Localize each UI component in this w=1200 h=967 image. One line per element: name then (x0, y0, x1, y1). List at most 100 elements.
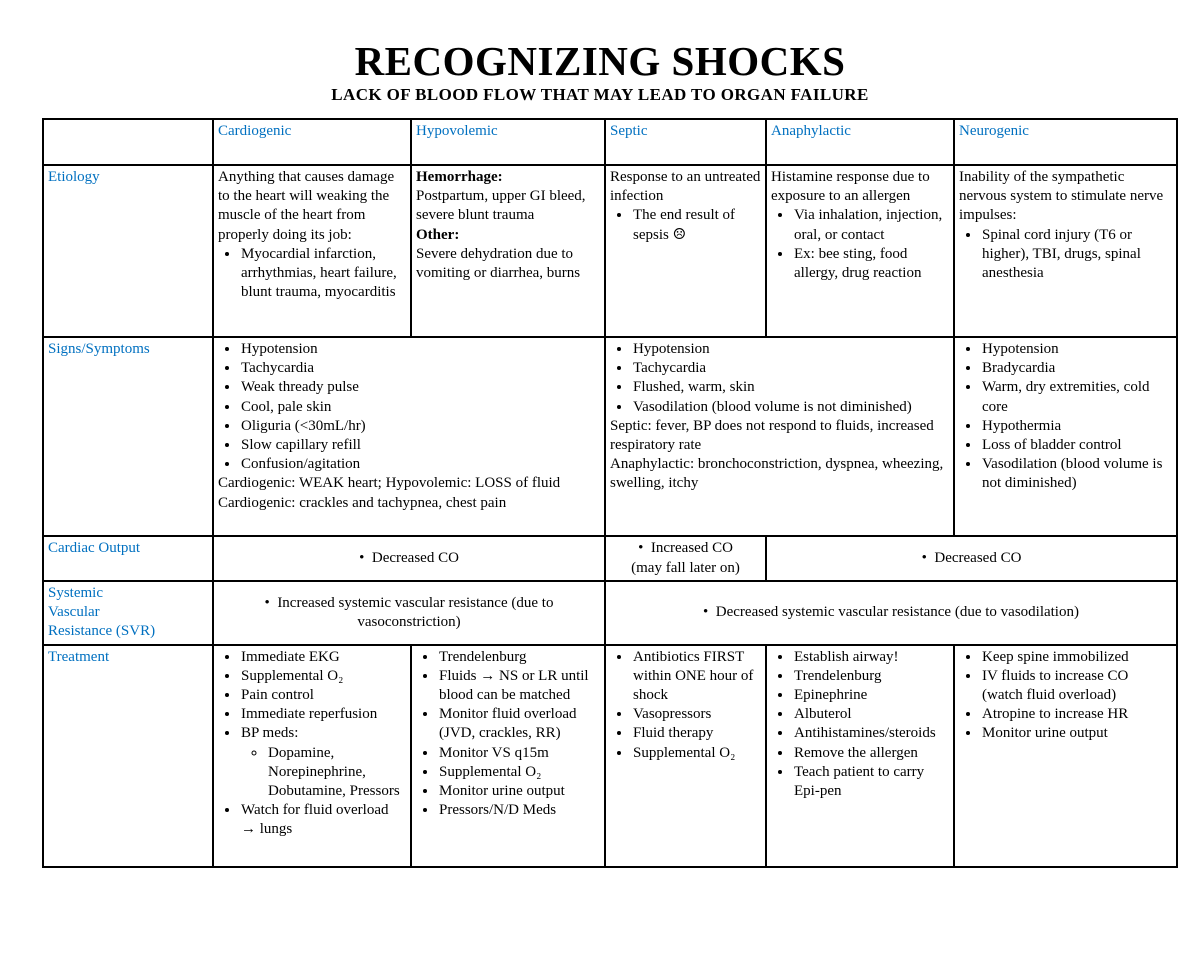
cardiac-output-note: (may fall later on) (631, 559, 740, 576)
list-item: Hypotension (240, 340, 600, 359)
svr-value: Decreased systemic vascular resistance (… (703, 604, 1079, 620)
list-item: Spinal cord injury (T6 or higher), TBI, … (981, 226, 1172, 284)
list-item: Fluids → NS or LR until blood can be mat… (438, 667, 600, 705)
svr-row: Systemic Vascular Resistance (SVR) Incre… (42, 580, 1178, 646)
list-item: Atropine to increase HR (981, 705, 1172, 724)
column-header-neurogenic: Neurogenic (953, 118, 1178, 167)
list-item: Vasopressors (632, 705, 761, 724)
etiology-hypovolemic-heading: Other: (416, 226, 460, 243)
cardiac-output-cardiogenic-hypovolemic-cell: Decreased CO (212, 535, 606, 583)
document-page: RECOGNIZING SHOCKS LACK OF BLOOD FLOW TH… (0, 38, 1200, 868)
list-item: Hypotension (632, 340, 949, 359)
list-item: Epinephrine (793, 686, 949, 705)
list-item: Tachycardia (240, 359, 600, 378)
row-label-signs-symptoms: Signs/Symptoms (42, 336, 214, 538)
list-item: Supplemental O₂ (632, 744, 761, 763)
list-item: Weak thready pulse (240, 378, 600, 397)
row-label-treatment: Treatment (42, 643, 214, 868)
list-item: Confusion/agitation (240, 455, 600, 474)
signs-symptoms-row: Signs/Symptoms Hypotension Tachycardia W… (42, 336, 1178, 538)
treatment-septic-cell: Antibiotics FIRST within ONE hour of sho… (604, 643, 767, 868)
etiology-hypovolemic-cell: Hemorrhage: Postpartum, upper GI bleed, … (410, 164, 606, 339)
signs-neurogenic-cell: Hypotension Bradycardia Warm, dry extrem… (953, 336, 1178, 538)
etiology-septic-intro: Response to an untreated infection (610, 169, 761, 205)
list-item: Antibiotics FIRST within ONE hour of sho… (632, 648, 761, 706)
svr-cardiogenic-hypovolemic-cell: Increased systemic vascular resistance (… (212, 580, 606, 646)
etiology-anaphylactic-intro: Histamine response due to exposure to an… (771, 169, 930, 205)
list-item: BP meds: Dopamine, Norepinephrine, Dobut… (240, 724, 406, 801)
sub-list-item: Dopamine, Norepinephrine, Dobutamine, Pr… (267, 744, 406, 802)
list-item: Hypotension (981, 340, 1172, 359)
list-item: Monitor urine output (438, 782, 600, 801)
etiology-neurogenic-intro: Inability of the sympathetic nervous sys… (959, 169, 1164, 224)
page-title: RECOGNIZING SHOCKS (354, 38, 846, 84)
list-item: Myocardial infarction, arrhythmias, hear… (240, 245, 406, 303)
list-item: Immediate EKG (240, 648, 406, 667)
cardiac-output-value: Decreased CO (359, 550, 459, 566)
list-item: IV fluids to increase CO (watch fluid ov… (981, 667, 1172, 705)
list-item: Hypothermia (981, 417, 1172, 436)
list-item: Teach patient to carry Epi-pen (793, 763, 949, 801)
list-item-text: BP meds: (241, 725, 299, 742)
row-label-cardiac-output: Cardiac Output (42, 535, 214, 583)
list-item: Fluid therapy (632, 724, 761, 743)
list-item: Trendelenburg (793, 667, 949, 686)
signs-septic-anaphylactic-cell: Hypotension Tachycardia Flushed, warm, s… (604, 336, 955, 538)
list-item: Oliguria (<30mL/hr) (240, 417, 600, 436)
list-item: Monitor VS q15m (438, 744, 600, 763)
treatment-anaphylactic-cell: Establish airway! Trendelenburg Epinephr… (765, 643, 955, 868)
list-item: Loss of bladder control (981, 436, 1172, 455)
column-header-hypovolemic: Hypovolemic (410, 118, 606, 167)
svr-septic-anaphylactic-neurogenic-cell: Decreased systemic vascular resistance (… (604, 580, 1178, 646)
list-item: Bradycardia (981, 359, 1172, 378)
cardiac-output-value: Decreased CO (922, 550, 1022, 566)
signs-note: Cardiogenic: crackles and tachypnea, che… (218, 494, 507, 511)
list-item: Albuterol (793, 705, 949, 724)
list-item: Slow capillary refill (240, 436, 600, 455)
header-row: Cardiogenic Hypovolemic Septic Anaphylac… (42, 118, 1178, 167)
list-item: Trendelenburg (438, 648, 600, 667)
row-label-svr: Systemic Vascular Resistance (SVR) (42, 580, 214, 646)
treatment-hypovolemic-cell: Trendelenburg Fluids → NS or LR until bl… (410, 643, 606, 868)
cardiac-output-anaphylactic-neurogenic-cell: Decreased CO (765, 535, 1178, 583)
list-item: Establish airway! (793, 648, 949, 667)
list-item: Keep spine immobilized (981, 648, 1172, 667)
etiology-hypovolemic-heading: Hemorrhage: (416, 169, 503, 186)
list-item: Ex: bee sting, food allergy, drug reacti… (793, 245, 949, 283)
etiology-hypovolemic-text: Postpartum, upper GI bleed, severe blunt… (416, 188, 586, 224)
etiology-neurogenic-cell: Inability of the sympathetic nervous sys… (953, 164, 1178, 339)
list-item: Watch for fluid overload → lungs (240, 801, 406, 839)
list-item: Vasodilation (blood volume is not dimini… (632, 398, 949, 417)
list-item: Supplemental O₂ (240, 667, 406, 686)
column-header-anaphylactic: Anaphylactic (765, 118, 955, 167)
etiology-cardiogenic-intro: Anything that causes damage to the heart… (218, 169, 395, 243)
list-item: Tachycardia (632, 359, 949, 378)
list-item: Monitor fluid overload (JVD, crackles, R… (438, 705, 600, 743)
list-item: Pressors/N/D Meds (438, 801, 600, 820)
etiology-cardiogenic-cell: Anything that causes damage to the heart… (212, 164, 412, 339)
list-item: Warm, dry extremities, cold core (981, 378, 1172, 416)
cardiac-output-row: Cardiac Output Decreased CO Increased CO… (42, 535, 1178, 583)
signs-cardiogenic-hypovolemic-cell: Hypotension Tachycardia Weak thready pul… (212, 336, 606, 538)
shock-comparison-table: Cardiogenic Hypovolemic Septic Anaphylac… (42, 118, 1178, 868)
list-item: Cool, pale skin (240, 398, 600, 417)
svr-value: Increased systemic vascular resistance (… (229, 594, 589, 632)
cardiac-output-septic-cell: Increased CO (may fall later on) (604, 535, 767, 583)
signs-note: Septic: fever, BP does not respond to fl… (610, 417, 934, 453)
page-subtitle: LACK OF BLOOD FLOW THAT MAY LEAD TO ORGA… (331, 85, 869, 105)
etiology-anaphylactic-cell: Histamine response due to exposure to an… (765, 164, 955, 339)
list-item: Monitor urine output (981, 724, 1172, 743)
list-item: Pain control (240, 686, 406, 705)
column-header-septic: Septic (604, 118, 767, 167)
etiology-septic-cell: Response to an untreated infection The e… (604, 164, 767, 339)
cardiac-output-value: Increased CO (610, 539, 761, 558)
treatment-row: Treatment Immediate EKG Supplemental O₂ … (42, 643, 1178, 868)
list-item: Vasodilation (blood volume is not dimini… (981, 455, 1172, 493)
treatment-neurogenic-cell: Keep spine immobilized IV fluids to incr… (953, 643, 1178, 868)
corner-cell (42, 118, 214, 167)
signs-note: Cardiogenic: WEAK heart; Hypovolemic: LO… (218, 475, 561, 492)
list-item: Flushed, warm, skin (632, 378, 949, 397)
list-item: Antihistamines/steroids (793, 724, 949, 743)
list-item: Remove the allergen (793, 744, 949, 763)
signs-note: Anaphylactic: bronchoconstriction, dyspn… (610, 456, 944, 492)
